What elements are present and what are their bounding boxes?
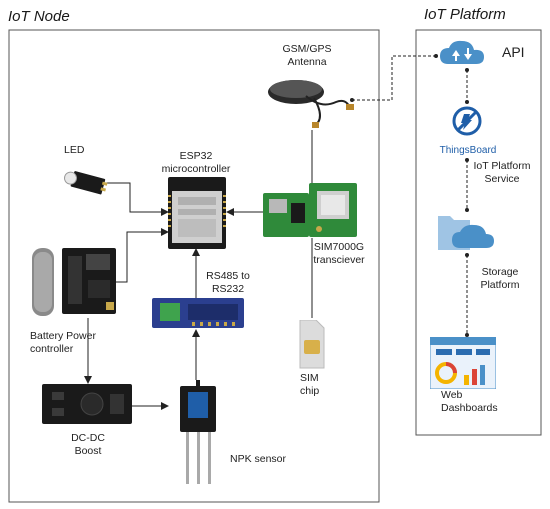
wire-battery-esp32 <box>115 231 163 283</box>
npk-label: NPK sensor <box>230 453 287 465</box>
rs485-image <box>152 298 244 328</box>
dashboard-icon <box>430 337 496 389</box>
esp32-label: ESP32 microcontroller <box>161 150 231 175</box>
battery-controller-image <box>32 248 116 316</box>
iot-node-box <box>8 29 380 503</box>
wire-antenna-api <box>352 55 436 101</box>
dcdc-label: DC-DC Boost <box>71 432 105 457</box>
led-label: LED <box>64 144 85 156</box>
api-cloud-icon <box>440 40 484 64</box>
iot-node-title: IoT Node <box>8 8 70 25</box>
gsm-antenna-image <box>268 80 354 128</box>
gsm-antenna-label: GSM/GPS Antenna <box>282 43 332 68</box>
esp32-image <box>168 177 226 249</box>
rs485-label: RS485 to RS232 <box>206 270 250 295</box>
storage-cloud-icon <box>438 216 494 250</box>
sim-chip-label: SIM chip <box>300 372 320 397</box>
iot-platform-title: IoT Platform <box>424 6 506 23</box>
thingsboard-icon <box>452 106 482 136</box>
thingsboard-label: ThingsBoard <box>439 145 497 156</box>
api-label: API <box>502 44 525 60</box>
wire-led-esp32 <box>106 182 163 213</box>
sim7000g-image <box>263 183 357 237</box>
npk-sensor-image <box>180 380 216 484</box>
platform-service-label: IoT Platform Service <box>473 160 531 185</box>
dcdc-boost-image <box>42 384 132 424</box>
battery-label: Battery Power controller <box>30 330 96 355</box>
dashboards-label: Web Dashboards <box>441 389 498 414</box>
storage-label: Storage Platform <box>480 266 520 291</box>
led-image <box>64 171 108 195</box>
iot-platform-box <box>415 29 542 436</box>
sim-chip-image <box>299 320 325 369</box>
sim7000g-label: SIM7000G transciever <box>313 241 365 266</box>
